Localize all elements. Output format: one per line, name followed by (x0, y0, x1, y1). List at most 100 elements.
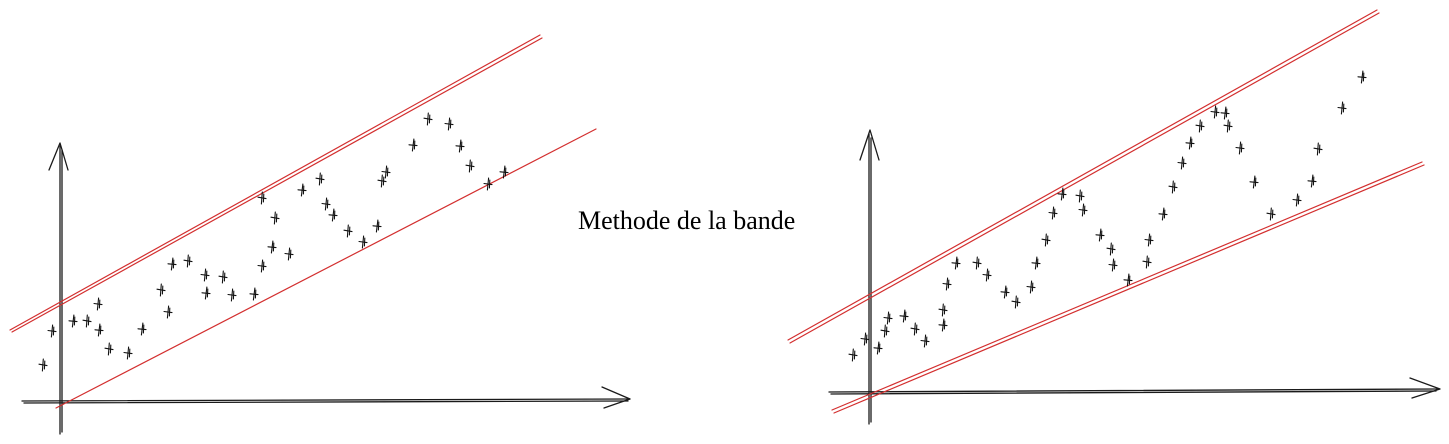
data-point-cross (972, 256, 982, 270)
data-point-cross (951, 256, 961, 270)
data-point-cross (1223, 119, 1233, 133)
data-point-cross (1106, 242, 1116, 256)
right-band-upper-line-double (789, 12, 1380, 344)
data-point-cross (200, 268, 210, 282)
right-x-arrowhead (1409, 377, 1441, 399)
data-point-cross (1123, 273, 1133, 287)
data-point-cross (1177, 156, 1187, 170)
data-point-cross (1235, 141, 1245, 155)
data-point-cross (1048, 206, 1058, 220)
right-band (787, 9, 1425, 414)
right-x-axis-shadow (830, 390, 1437, 395)
data-point-cross (499, 165, 509, 179)
data-point-cross (315, 172, 325, 186)
data-point-cross (377, 174, 387, 188)
left-band-upper-line-double (11, 37, 543, 333)
data-point-cross (1142, 255, 1152, 269)
data-point-cross (1210, 105, 1220, 119)
data-point-cross (860, 332, 870, 346)
data-point-cross (284, 247, 294, 261)
data-point-cross (938, 303, 948, 317)
left-x-arrowhead (601, 386, 631, 409)
right-x-axis (828, 388, 1439, 393)
data-point-cross (1075, 189, 1085, 203)
data-point-cross (328, 208, 338, 222)
data-point-cross (82, 314, 92, 328)
right-band-lower-line-double (833, 164, 1425, 414)
data-point-cross (1041, 233, 1051, 247)
data-point-cross (38, 358, 48, 372)
data-point-cross (267, 240, 277, 254)
left-band (9, 34, 597, 409)
data-point-cross (938, 318, 948, 332)
data-point-cross (218, 270, 228, 284)
data-point-cross (1249, 175, 1259, 189)
right-data-points (848, 70, 1367, 362)
data-point-cross (1185, 136, 1195, 150)
data-point-cross (423, 112, 433, 126)
data-point-cross (1158, 207, 1168, 221)
data-point-cross (1000, 285, 1010, 299)
data-point-cross (942, 277, 952, 291)
data-point-cross (1337, 101, 1347, 115)
data-point-cross (297, 183, 307, 197)
caption-label: Methode de la bande (578, 206, 796, 235)
left-data-points (38, 112, 509, 372)
data-point-cross (1108, 258, 1118, 272)
data-point-cross (137, 322, 147, 336)
data-point-cross (465, 159, 475, 173)
data-point-cross (1292, 193, 1302, 207)
right-y-arrowhead (859, 129, 880, 161)
data-point-cross (1307, 174, 1317, 188)
data-point-cross (104, 342, 114, 356)
data-point-cross (1144, 233, 1154, 247)
data-point-cross (372, 219, 382, 233)
left-band-lower-line (55, 128, 597, 409)
data-point-cross (321, 197, 331, 211)
data-point-cross (899, 309, 909, 323)
data-point-cross (880, 324, 890, 338)
left-x-axis-shadow (23, 400, 629, 404)
data-point-cross (358, 235, 368, 249)
data-point-cross (93, 297, 103, 311)
data-point-cross (47, 324, 57, 338)
data-point-cross (163, 305, 173, 319)
data-point-cross (227, 288, 237, 302)
left-y-arrowhead (48, 142, 69, 171)
right-band-upper-line (787, 9, 1378, 341)
data-point-cross (483, 177, 493, 191)
right-axes (828, 129, 1441, 425)
data-point-cross (1031, 256, 1041, 270)
data-point-cross (1313, 142, 1323, 156)
right-band-diagram (787, 9, 1441, 425)
left-axes (21, 142, 631, 435)
data-point-cross (848, 348, 858, 362)
data-point-cross (270, 211, 280, 225)
data-point-cross (257, 191, 267, 205)
data-point-cross (1057, 187, 1067, 201)
data-point-cross (982, 268, 992, 282)
data-point-cross (1168, 180, 1178, 194)
data-point-cross (123, 346, 133, 360)
data-point-cross (873, 341, 883, 355)
data-point-cross (68, 314, 78, 328)
data-point-cross (883, 311, 893, 325)
data-point-cross (201, 286, 211, 300)
data-point-cross (1195, 119, 1205, 133)
data-point-cross (94, 323, 104, 337)
data-point-cross (183, 254, 193, 268)
data-point-cross (920, 334, 930, 348)
data-point-cross (408, 138, 418, 152)
data-point-cross (1026, 280, 1036, 294)
data-point-cross (1357, 70, 1367, 84)
left-band-diagram (9, 34, 631, 435)
left-band-upper-line (9, 34, 541, 331)
data-point-cross (1266, 207, 1276, 221)
data-point-cross (1220, 106, 1230, 120)
left-x-axis (21, 398, 631, 402)
data-point-cross (156, 283, 166, 297)
data-point-cross (455, 139, 465, 153)
data-point-cross (444, 117, 454, 131)
data-point-cross (1095, 228, 1105, 242)
